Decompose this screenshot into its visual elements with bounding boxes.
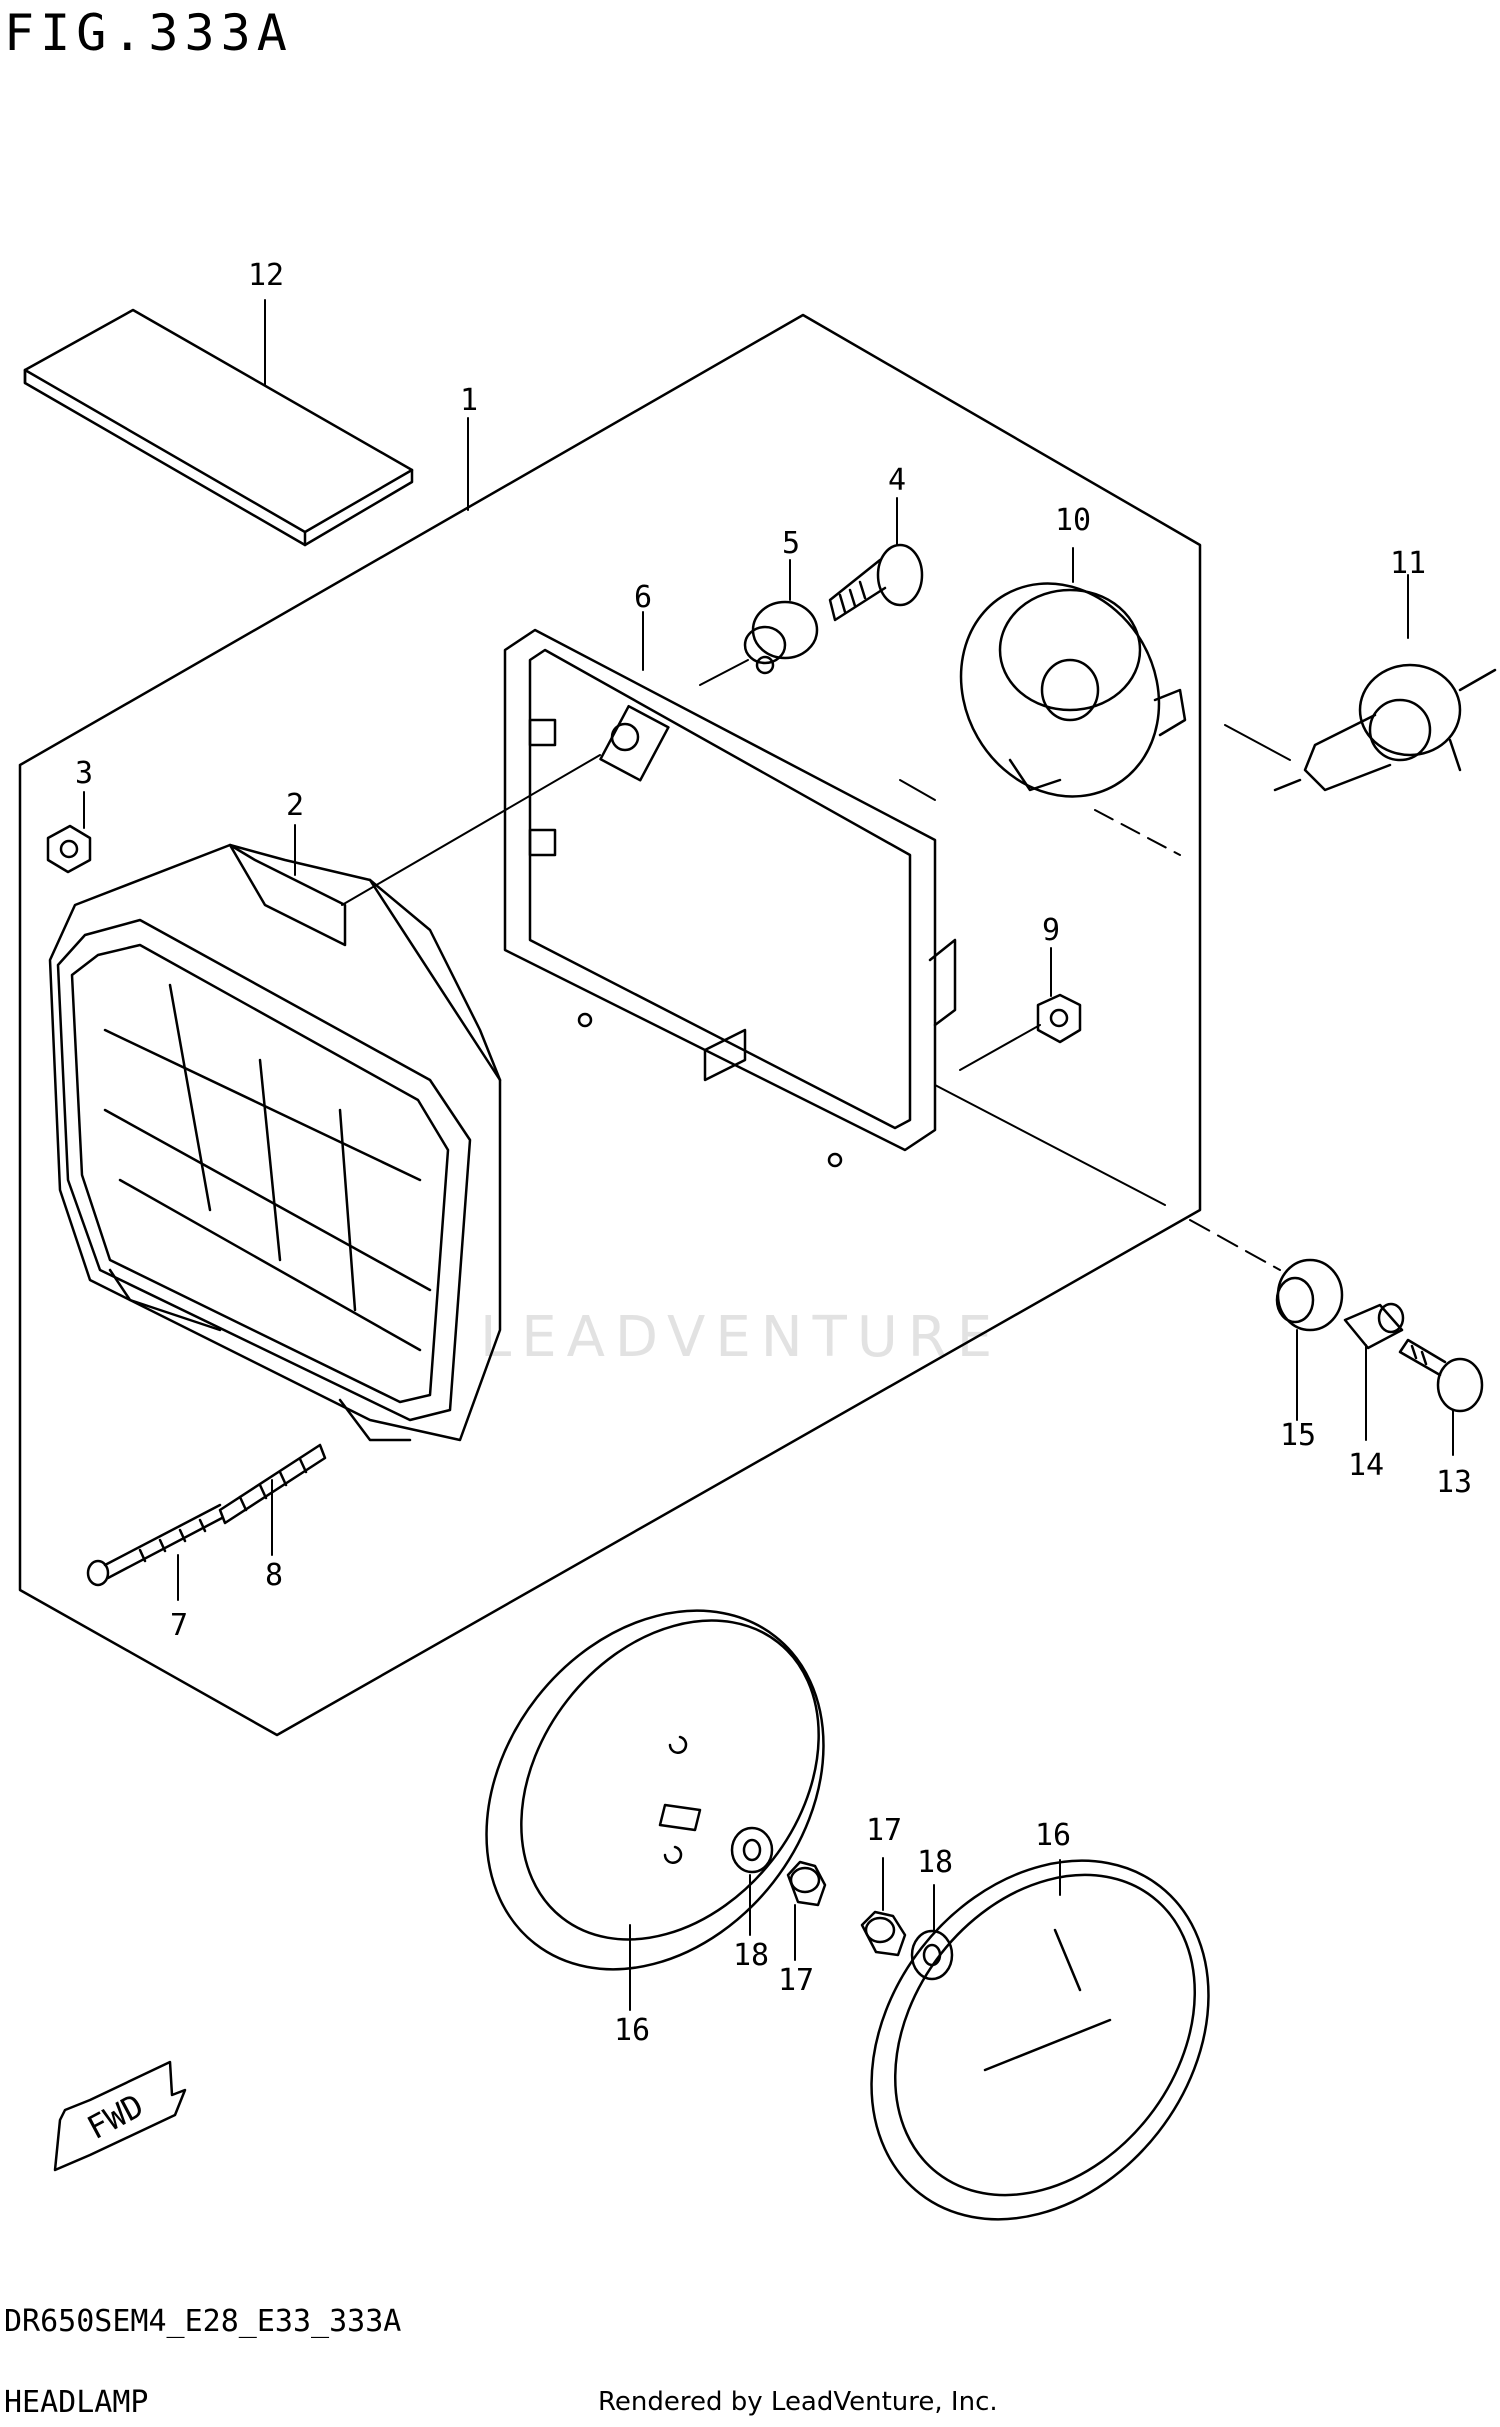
callout-18-left: 18 [733, 1938, 769, 1973]
callout-17-right: 17 [866, 1813, 902, 1848]
bulb-part [1273, 663, 1497, 792]
callout-17-left: 17 [778, 1963, 814, 1998]
callout-8: 8 [265, 1558, 283, 1593]
watermark: LEADVENTURE [480, 1305, 1003, 1370]
assembly-boundary [18, 313, 1202, 1737]
collar-part-14 [1343, 1302, 1405, 1350]
callout-4: 4 [888, 463, 906, 498]
nut-part-17a [786, 1860, 827, 1907]
callout-7: 7 [170, 1608, 188, 1643]
nut-part-9 [1036, 993, 1082, 1044]
label-sheet-part [23, 308, 414, 547]
callout-6: 6 [634, 580, 652, 615]
callout-1: 1 [460, 383, 478, 418]
callout-2: 2 [286, 788, 304, 823]
callout-13: 13 [1436, 1465, 1472, 1500]
nut-part-3 [46, 824, 92, 874]
callout-11: 11 [1390, 546, 1426, 581]
grommet-part-5 [743, 600, 819, 675]
callout-3: 3 [75, 756, 93, 791]
diagram-code: DR650SEM4_E28_E33_333A [4, 2304, 402, 2339]
callout-16-left: 16 [614, 2013, 650, 2048]
headlamp-unit-part [48, 843, 502, 1442]
callout-12: 12 [248, 258, 284, 293]
washer-part-18a [730, 1826, 774, 1874]
callout-14: 14 [1348, 1448, 1384, 1483]
callout-10: 10 [1055, 503, 1091, 538]
lamp-cover-rear-part [485, 1609, 825, 1971]
bolt-part-13 [1398, 1338, 1484, 1413]
callout-16-right: 16 [1035, 1818, 1071, 1853]
screw-part-7 [86, 1503, 224, 1587]
mounting-frame-part [503, 628, 957, 1168]
callout-9: 9 [1042, 913, 1060, 948]
forward-arrow-icon: FWD [53, 2060, 187, 2172]
leader-lines [83, 299, 1454, 2011]
callout-18-right: 18 [917, 1845, 953, 1880]
lamp-lens-front-part [870, 1859, 1210, 2221]
grommet-part-15 [1275, 1258, 1344, 1332]
screw-part-4 [828, 543, 924, 622]
diagram-name: HEADLAMP [4, 2385, 149, 2420]
spring-part-8 [218, 1443, 327, 1525]
washer-part-18b [910, 1929, 954, 1981]
callout-15: 15 [1280, 1418, 1316, 1453]
render-credit: Rendered by LeadVenture, Inc. [598, 2387, 998, 2417]
fwd-label: FWD [81, 2086, 150, 2147]
socket-cover-part [959, 582, 1187, 798]
callout-5: 5 [782, 526, 800, 561]
figure-title: FIG.333A [4, 4, 293, 62]
nut-part-17b [860, 1910, 907, 1957]
